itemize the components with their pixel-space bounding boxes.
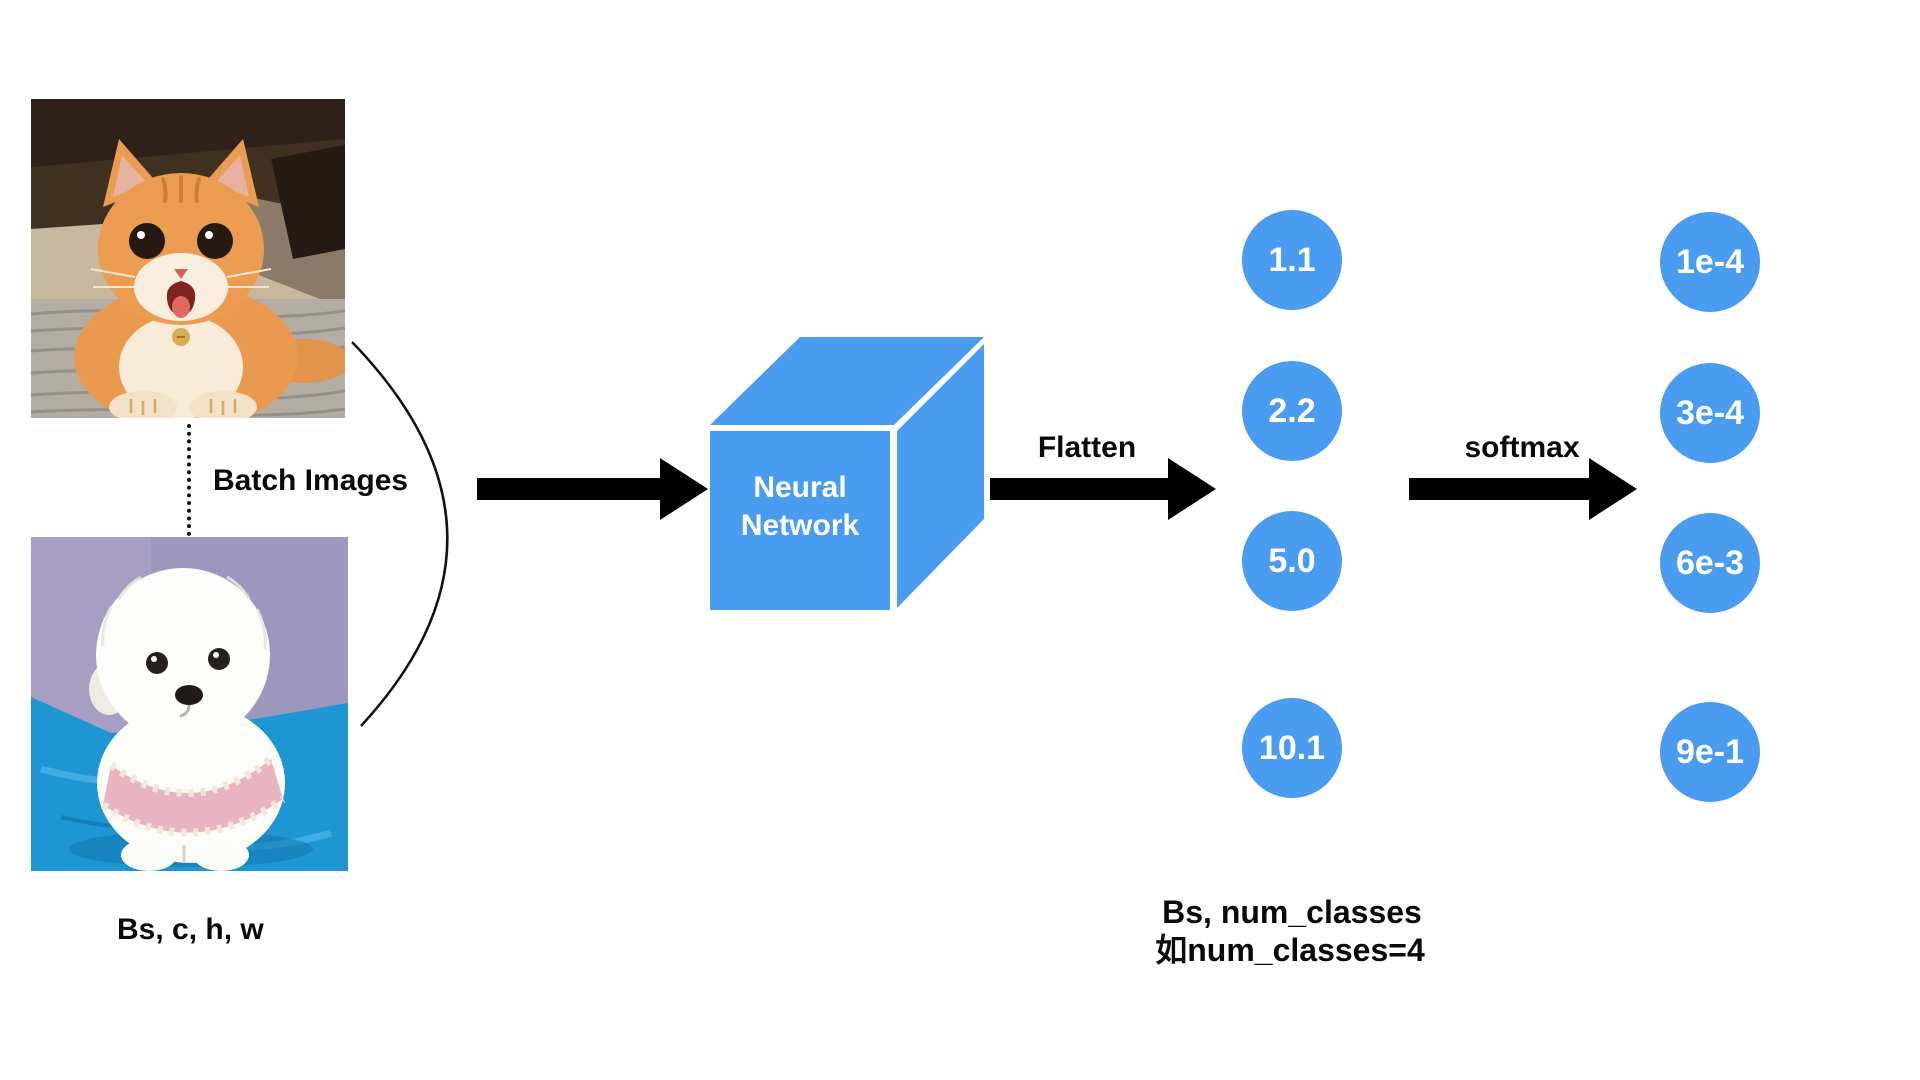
logit-value-1: 1.1 (1268, 240, 1316, 279)
neural-network-label-line1: Neural (753, 471, 847, 504)
input-arrow-shaft (477, 478, 660, 500)
batch-dotted-line (187, 424, 191, 536)
softmax-arrow-head (1589, 458, 1637, 520)
logit-node-2: 2.2 (1242, 361, 1342, 461)
logit-value-2: 2.2 (1268, 391, 1316, 430)
logit-value-4: 10.1 (1258, 728, 1326, 767)
prob-node-3: 6e-3 (1660, 513, 1760, 613)
neural-network-cube (710, 337, 984, 610)
input-shape-label: Bs, c, h, w (117, 913, 264, 946)
prob-value-3: 6e-3 (1675, 543, 1745, 582)
prob-value-1: 1e-4 (1675, 242, 1745, 281)
dog-image-icon (31, 537, 348, 871)
prob-value-4: 9e-1 (1675, 732, 1745, 771)
cat-image-icon (31, 99, 345, 418)
input-arrow-head (660, 458, 708, 520)
batch-brace-arc (351, 341, 449, 727)
output-shape-line2: 如num_classes=4 (1155, 932, 1425, 968)
logit-node-3: 5.0 (1242, 511, 1342, 611)
softmax-label: softmax (1464, 431, 1580, 464)
prob-node-1: 1e-4 (1660, 212, 1760, 312)
flatten-label: Flatten (1037, 431, 1137, 464)
neural-network-label-line2: Network (740, 509, 860, 542)
output-shape-line1: Bs, num_classes (1162, 894, 1422, 930)
neural-network-label: Neural Network (710, 469, 890, 545)
logit-node-4: 10.1 (1242, 698, 1342, 798)
softmax-arrow-shaft (1409, 478, 1589, 500)
prob-node-4: 9e-1 (1660, 702, 1760, 802)
batch-images-label: Batch Images (213, 464, 409, 497)
cat-photo (31, 99, 345, 418)
dog-photo (31, 537, 348, 871)
prob-node-2: 3e-4 (1660, 363, 1760, 463)
logit-value-3: 5.0 (1268, 541, 1316, 580)
prob-value-2: 3e-4 (1675, 393, 1745, 432)
flatten-arrow-head (1168, 458, 1216, 520)
softmax-arrow (1409, 458, 1637, 520)
logit-node-1: 1.1 (1242, 210, 1342, 310)
flatten-arrow (990, 458, 1216, 520)
flatten-arrow-shaft (990, 478, 1168, 500)
input-arrow (477, 458, 708, 520)
